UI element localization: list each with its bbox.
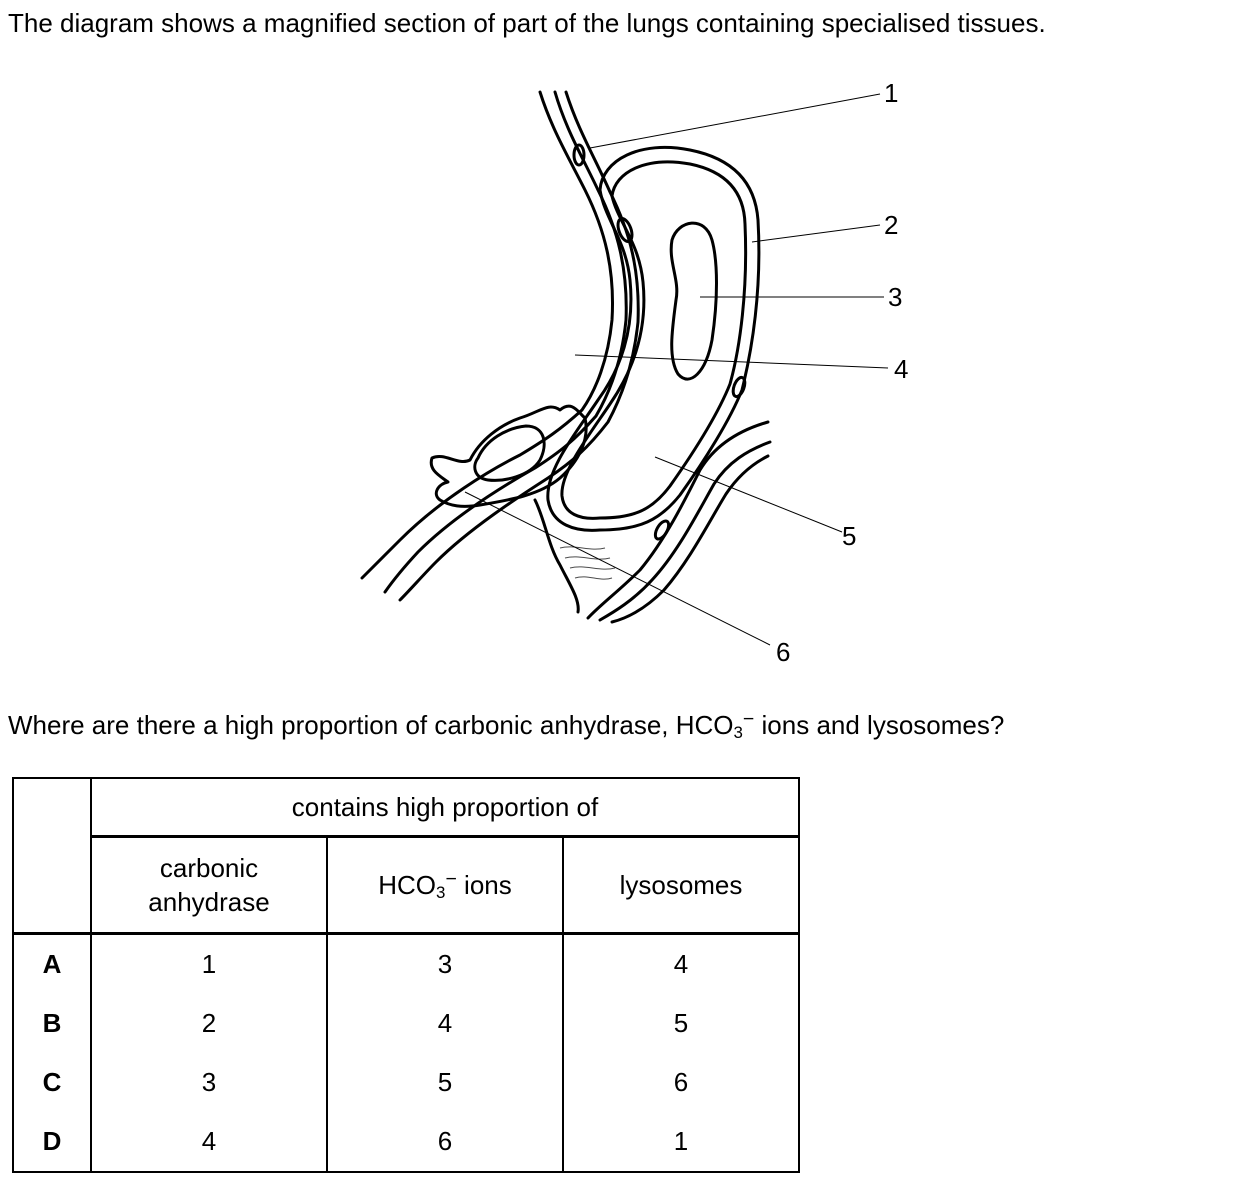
col1-line1: carbonic xyxy=(159,853,259,883)
option-row-c: C 3 5 6 xyxy=(12,1053,800,1112)
leader-line-2 xyxy=(751,224,881,243)
option-row-a: A 1 3 4 xyxy=(12,933,800,994)
leader-line-6 xyxy=(464,491,771,646)
option-letter: C xyxy=(12,1053,92,1112)
intro-text: The diagram shows a magnified section of… xyxy=(8,8,1046,38)
option-value: 5 xyxy=(563,994,800,1053)
table-corner-cell xyxy=(12,777,92,935)
alveolus-wall-inner xyxy=(560,160,748,520)
diagram-label-4: 4 xyxy=(894,354,908,384)
macrophage-outline xyxy=(429,404,588,508)
leader-line-4 xyxy=(574,354,889,369)
group-header: contains high proportion of xyxy=(91,777,800,838)
nucleus-shape xyxy=(669,221,718,381)
option-value: 3 xyxy=(91,1053,328,1112)
endothelial-nucleus-1 xyxy=(572,143,586,167)
option-value: 4 xyxy=(327,994,564,1053)
option-value: 4 xyxy=(91,1112,328,1173)
endothelial-nucleus-2 xyxy=(616,217,634,243)
capillary-wall-inner xyxy=(383,90,628,594)
alveolus-wall-outer xyxy=(546,145,761,532)
option-value: 1 xyxy=(91,933,328,994)
capillary-wall-third xyxy=(398,90,640,602)
option-value: 6 xyxy=(563,1053,800,1112)
lower-capillary-wall-2 xyxy=(598,440,772,622)
lower-capillary-wall-3 xyxy=(610,454,770,624)
macrophage-nucleus xyxy=(473,424,546,482)
diagram-label-1: 1 xyxy=(884,78,898,108)
column-header-hco3-ions: HCO3− ions xyxy=(327,836,564,935)
connective-tissue-fibres xyxy=(559,546,616,580)
option-value: 6 xyxy=(327,1112,564,1173)
leader-line-1 xyxy=(589,93,881,149)
question-after: ions and lysosomes? xyxy=(754,710,1005,740)
column-header-lysosomes: lysosomes xyxy=(563,836,800,935)
col2-superscript: − xyxy=(445,868,457,891)
answer-options-table: contains high proportion of carbonic anhy… xyxy=(12,777,800,1173)
option-value: 2 xyxy=(91,994,328,1053)
col1-line2: anhydrase xyxy=(148,887,270,917)
option-value: 1 xyxy=(563,1112,800,1173)
endothelial-nucleus-3 xyxy=(731,375,747,399)
option-letter: D xyxy=(12,1112,92,1173)
diagram-outlines xyxy=(360,90,772,624)
question-before: Where are there a high proportion of car… xyxy=(8,710,734,740)
option-value: 4 xyxy=(563,933,800,994)
option-value: 3 xyxy=(327,933,564,994)
question-subscript: 3 xyxy=(733,723,743,743)
leader-line-5 xyxy=(654,456,843,533)
diagram-label-2: 2 xyxy=(884,210,898,240)
column-header-carbonic-anhydrase: carbonic anhydrase xyxy=(91,836,328,935)
diagram-labels: 1 2 3 4 5 6 xyxy=(776,78,908,667)
diagram-label-5: 5 xyxy=(842,521,856,551)
option-letter: A xyxy=(12,933,92,994)
col2-prefix: HCO xyxy=(378,870,437,900)
question-text: Where are there a high proportion of car… xyxy=(8,708,1004,742)
col2-subscript: 3 xyxy=(436,883,446,903)
option-letter: B xyxy=(12,994,92,1053)
question-superscript: − xyxy=(742,708,755,731)
lower-capillary-wall-1 xyxy=(586,420,770,620)
capillary-wall-outer xyxy=(360,90,614,580)
option-value: 5 xyxy=(327,1053,564,1112)
option-row-b: B 2 4 5 xyxy=(12,994,800,1053)
col2-suffix: ions xyxy=(456,870,512,900)
label-leader-lines xyxy=(464,93,889,646)
diagram-label-6: 6 xyxy=(776,637,790,667)
option-row-d: D 4 6 1 xyxy=(12,1112,800,1173)
connective-tissue-outline xyxy=(533,498,580,614)
diagram-label-3: 3 xyxy=(888,282,902,312)
lung-section-diagram: 1 2 3 4 5 6 xyxy=(360,78,908,667)
